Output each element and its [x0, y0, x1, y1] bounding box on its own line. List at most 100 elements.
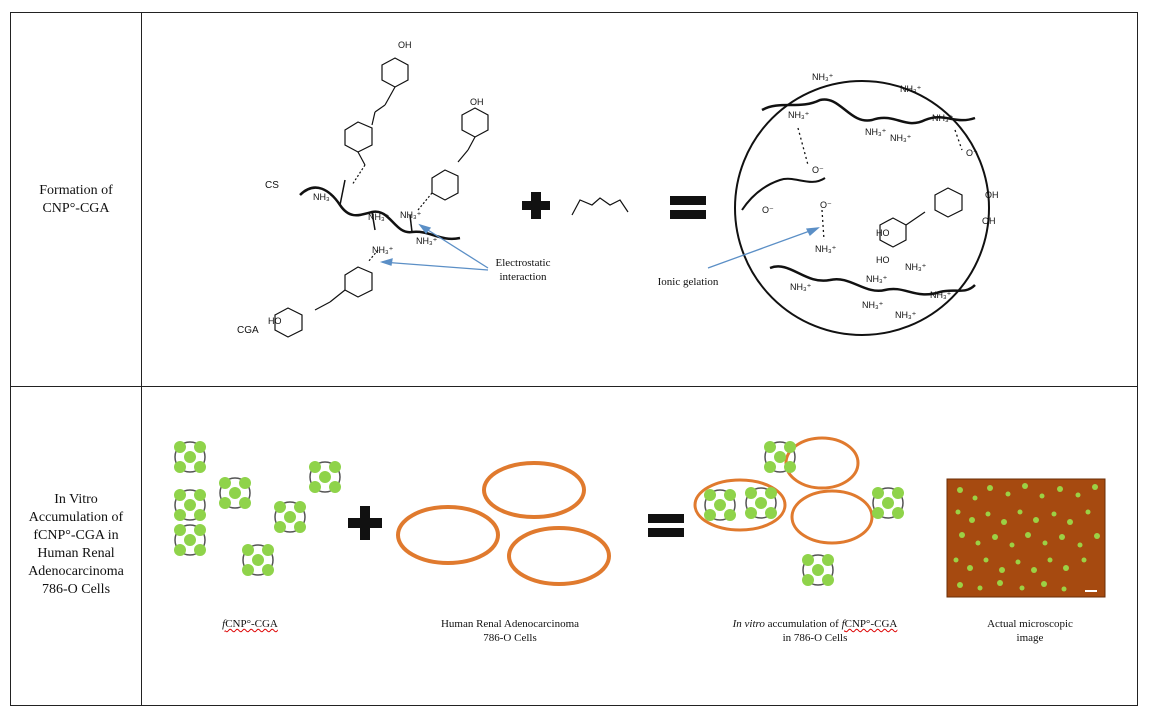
plus-icon — [522, 192, 550, 219]
nh3-group: NH₃⁺ — [865, 127, 887, 137]
caption-accum-mid: accumulation of — [764, 618, 842, 630]
cga-molecule-bottom — [274, 249, 379, 338]
ho-group: HO — [876, 228, 890, 238]
row2-label: In Vitro Accumulation of fCNP°-CGA in Hu… — [12, 491, 140, 599]
chitosan-chain-lower — [769, 265, 976, 296]
cell-ellipse — [396, 505, 500, 565]
cga-inside-circle — [879, 187, 963, 248]
electrostatic-arrows — [379, 223, 489, 271]
oh-group: OH — [985, 190, 999, 200]
nanoparticle — [273, 500, 307, 534]
nanoparticle — [241, 543, 275, 577]
caption-cells-line: Human Renal Adenocarcinoma — [440, 618, 580, 630]
ionic-gelation-label: Ionic gelation — [657, 276, 719, 288]
nh3-group: NH₃⁺ — [932, 113, 954, 123]
ionic-arrow — [707, 227, 820, 269]
cell-ellipse — [482, 461, 586, 519]
nanoparticle — [173, 523, 207, 557]
table-frame — [10, 12, 1138, 706]
o-minus-group: O⁻ — [820, 200, 832, 210]
ho-group: HO — [268, 316, 282, 326]
nanoparticle — [218, 476, 252, 510]
nanoparticle — [703, 488, 737, 522]
caption-microscopic: Actual microscopic image — [965, 617, 1095, 645]
bond — [409, 214, 413, 233]
electrostatic-label: Electrostatic interaction — [478, 256, 568, 284]
row2-label-line: In Vitro — [54, 492, 98, 507]
cell-ellipse — [790, 489, 874, 545]
nh3-group: NH₃⁺ — [812, 72, 834, 82]
row-divider — [10, 386, 1138, 387]
caption-accumulation: In vitro accumulation of fCNP°-CGA in 78… — [700, 617, 930, 645]
oh-group: OH — [470, 97, 484, 107]
oh-group: OH — [398, 40, 412, 50]
caption-accum-italic: In vitro — [732, 618, 765, 630]
equals-icon — [648, 514, 684, 537]
electrostatic-label-line: Electrostatic — [495, 257, 551, 269]
cga-molecule-top — [344, 57, 409, 186]
nh3-group: NH₃⁺ — [788, 110, 810, 120]
nanoparticle — [801, 553, 835, 587]
row1-label: Formation of CNP°-CGA — [12, 182, 140, 218]
microscopic-image — [946, 478, 1106, 598]
nh3-group: NH₃⁺ — [372, 245, 394, 255]
bond — [371, 211, 376, 231]
nh3-group: NH₃⁺ — [368, 212, 390, 222]
row2-label-line: fCNP°-CGA in — [33, 528, 119, 543]
nanoparticle — [744, 486, 778, 520]
o-minus-group: O⁻ — [812, 165, 824, 175]
caption-accum-line2: in 786-O Cells — [782, 632, 848, 644]
nh3-group: NH₃⁺ — [400, 210, 422, 220]
row2-label-line: Adenocarcinoma — [28, 564, 124, 579]
nh3-group: NH₃⁺ — [862, 300, 884, 310]
column-divider — [141, 12, 142, 706]
row1-label-line: Formation of — [39, 183, 113, 198]
caption-nanoparticles: fCNP°-CGA — [180, 617, 320, 631]
cga-label: CGA — [237, 325, 259, 336]
nanoparticle — [173, 488, 207, 522]
caption-cells: Human Renal Adenocarcinoma 786-O Cells — [400, 617, 620, 645]
row2-label-line: Accumulation of — [28, 510, 124, 525]
bond — [339, 179, 346, 206]
caption-accum-rest: CNP°-CGA — [844, 618, 898, 630]
cell-ellipse — [784, 436, 860, 490]
nanoparticle — [871, 486, 905, 520]
caption-np-italic: f — [222, 618, 226, 630]
caption-micro-line: Actual microscopic — [987, 618, 1073, 630]
plus-icon — [348, 506, 382, 540]
nh3-group: NH₃⁺ — [930, 290, 952, 300]
tpp-chain — [741, 177, 826, 211]
nh3-group: NH₃⁺ — [900, 84, 922, 94]
nh3-group: NH₃⁺ — [890, 133, 912, 143]
caption-micro-line: image — [1016, 632, 1044, 644]
cga-molecule-right — [417, 107, 489, 211]
cs-label: CS — [265, 180, 279, 191]
equals-icon — [670, 196, 706, 219]
nanoparticle — [308, 460, 342, 494]
nanoparticle-circle — [734, 80, 990, 336]
caption-cells-line: 786-O Cells — [483, 632, 537, 644]
tpp-molecule — [571, 197, 629, 216]
o-minus-group: O⁻ — [966, 148, 978, 158]
caption-accum-f: f — [841, 618, 845, 630]
row2-label-line: 786-O Cells — [41, 582, 111, 597]
cell-ellipse — [507, 526, 611, 586]
nh3-group: NH₃⁺ — [905, 262, 927, 272]
nanoparticle — [763, 440, 797, 474]
nh3-group: NH₃⁺ — [416, 236, 438, 246]
oh-group: OH — [982, 216, 996, 226]
nh3-group: NH₃⁺ — [815, 244, 837, 254]
cell-ellipse — [693, 478, 787, 532]
chitosan-chain-upper — [761, 98, 976, 125]
o-minus-group: O⁻ — [762, 205, 774, 215]
row2-label-line: Human Renal — [37, 546, 115, 561]
ionic-bonds — [797, 127, 963, 241]
nanoparticle — [173, 440, 207, 474]
electrostatic-label-line: interaction — [499, 271, 547, 283]
nh3-group: NH₃⁺ — [866, 274, 888, 284]
nh3-group: NH₃⁺ — [895, 310, 917, 320]
caption-np-rest: CNP°-CGA — [225, 618, 278, 630]
nh3-group: NH₃⁺ — [790, 282, 812, 292]
